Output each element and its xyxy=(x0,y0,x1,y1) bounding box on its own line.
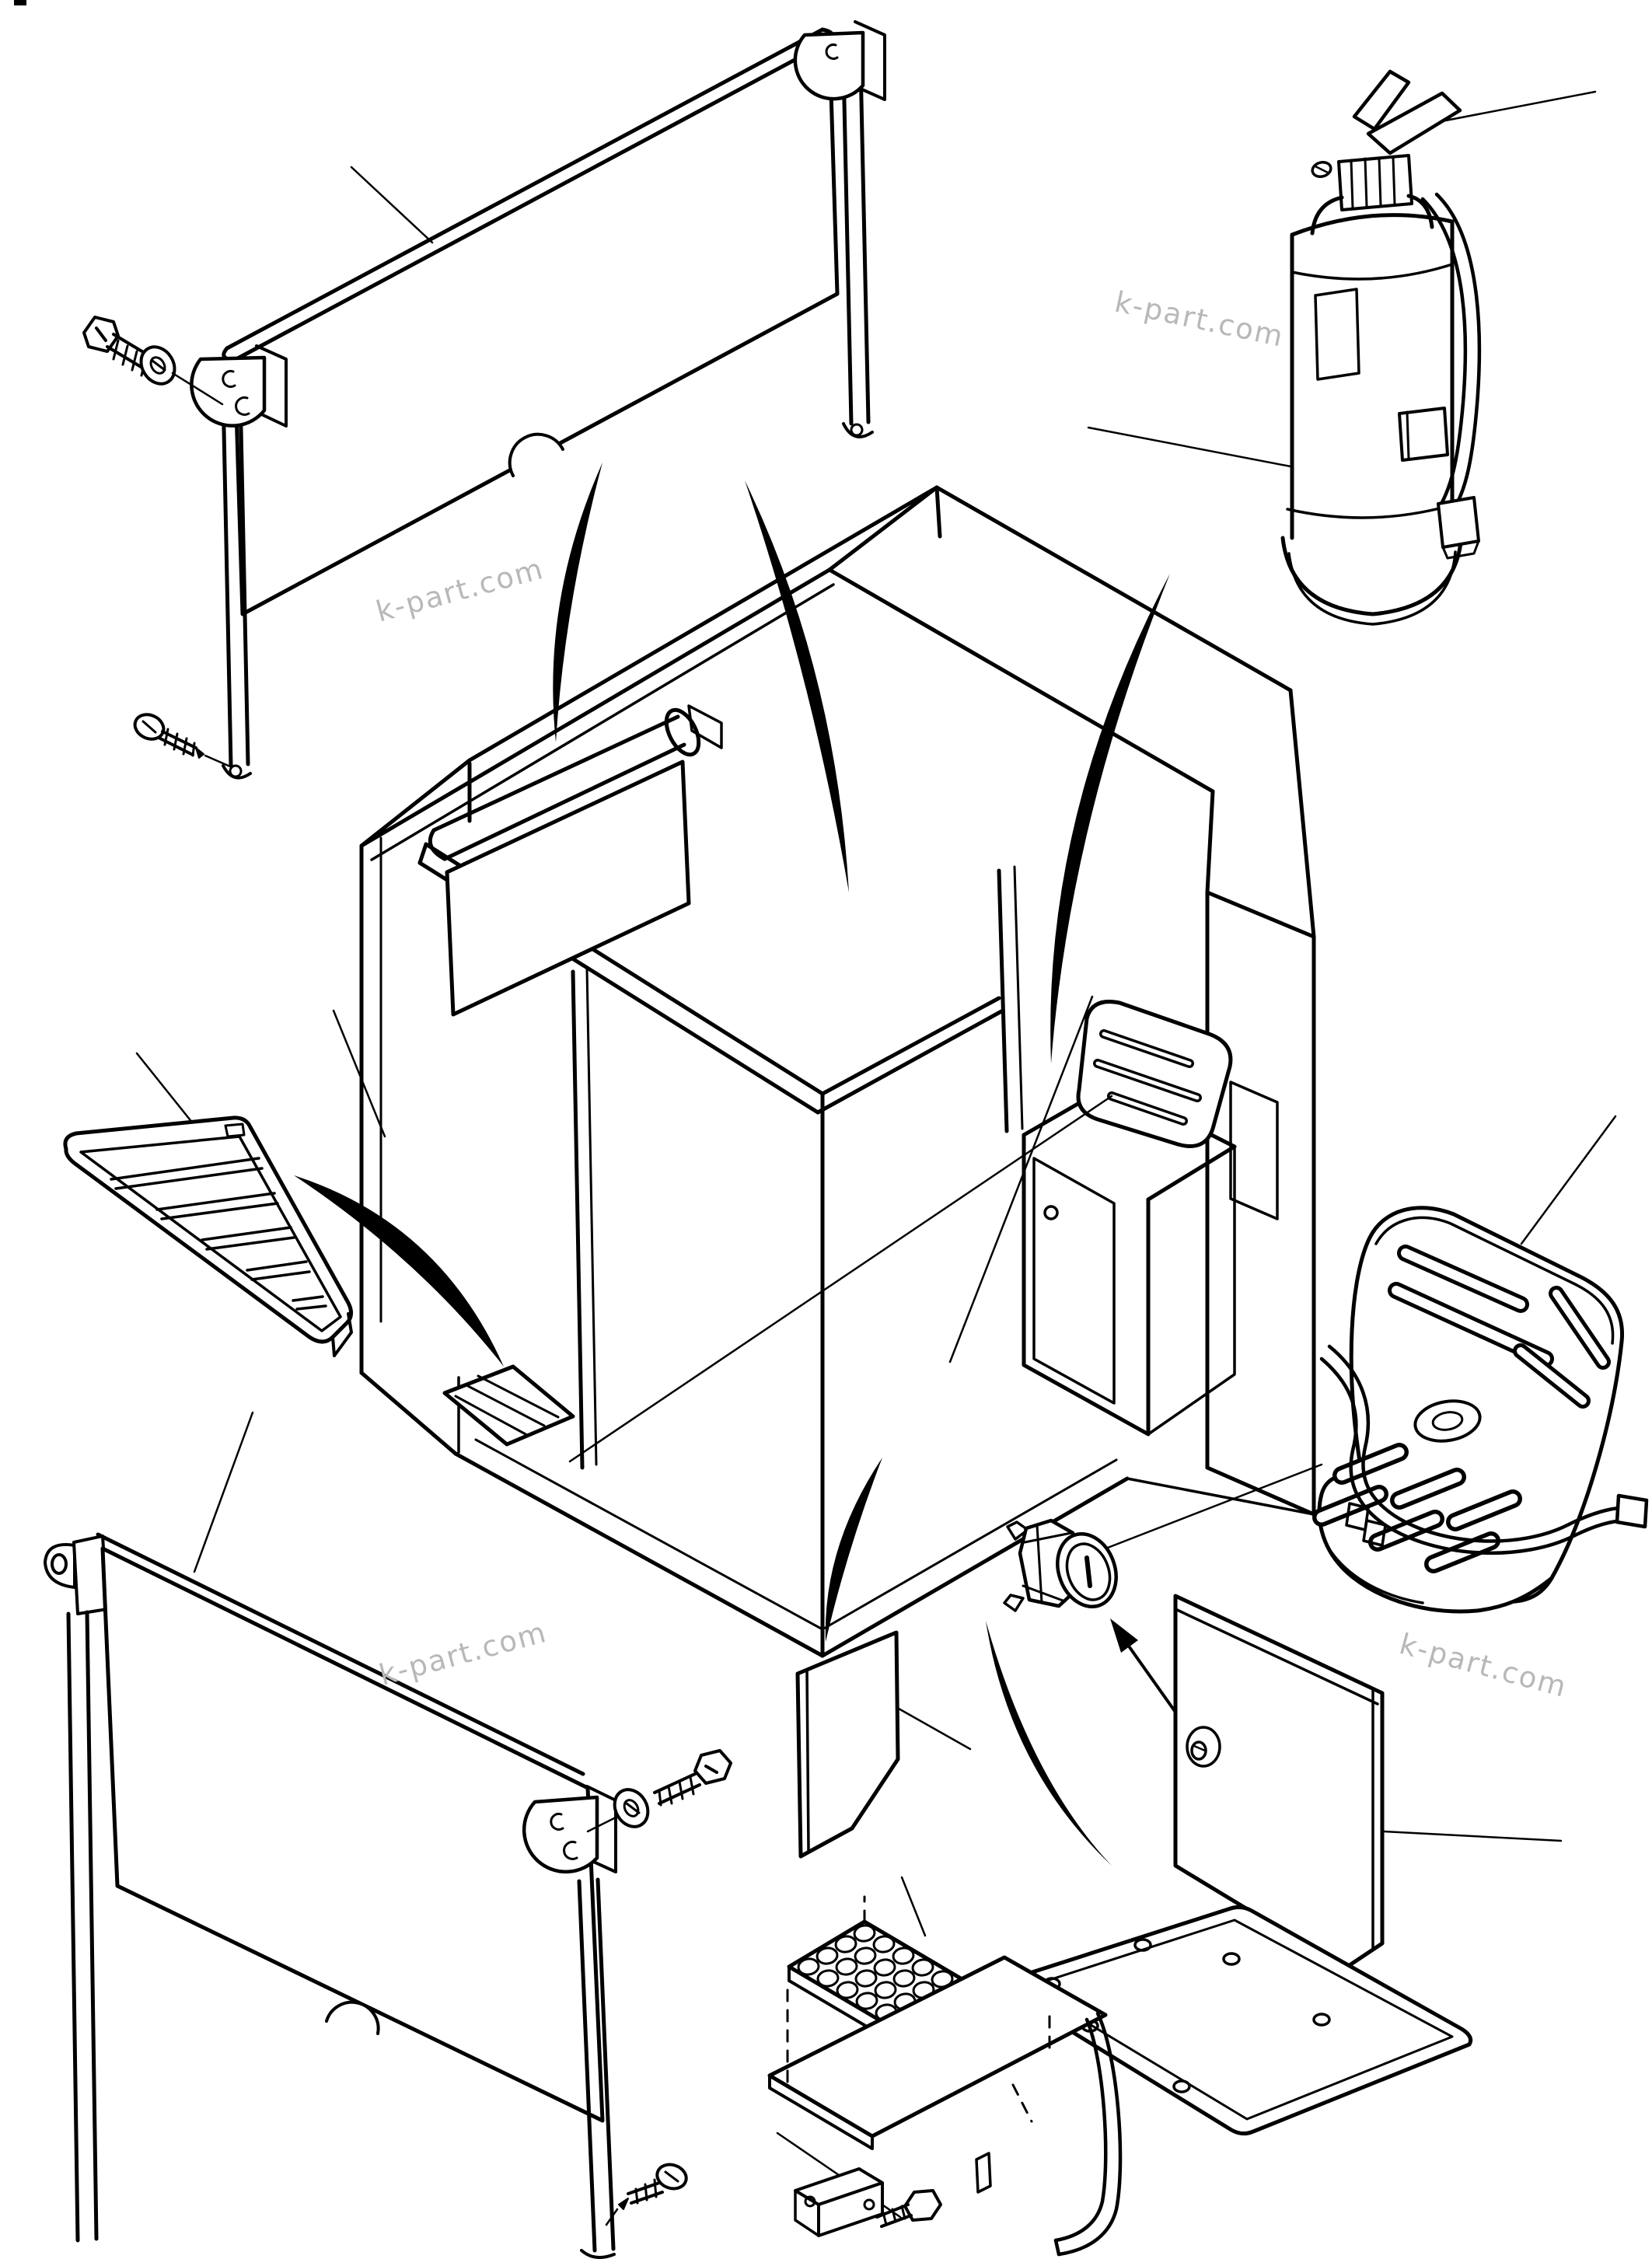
step-cover-plate xyxy=(767,1955,1108,2150)
extinguisher-hose xyxy=(1420,192,1482,509)
extinguisher-levers xyxy=(1352,69,1462,155)
lower-blind-mounting-ear xyxy=(44,1543,76,1589)
nozzle-clamp xyxy=(1398,407,1449,462)
watermark: k-part.com xyxy=(1112,285,1287,354)
step-assembly xyxy=(767,1895,1123,2257)
leader-upper-blind xyxy=(350,166,434,244)
triangular-louver-tray xyxy=(63,1116,353,1357)
operator-seat xyxy=(1312,1206,1649,1614)
leader-mat-panel xyxy=(1382,1830,1563,1842)
leader-small-sheet xyxy=(897,1707,972,1751)
console-door xyxy=(1032,1157,1116,1405)
curved-arrows xyxy=(294,463,1170,1866)
fire-extinguisher xyxy=(1280,69,1482,626)
leader-lock xyxy=(1096,1463,1323,1553)
lower-blind-screw xyxy=(605,2163,688,2226)
small-sheet-panel xyxy=(795,1630,900,1859)
leader-lower-blind xyxy=(193,1411,254,1573)
step-clamp-bracket xyxy=(794,2167,884,2237)
extinguisher-label xyxy=(1314,288,1360,381)
extinguisher-nozzle xyxy=(1398,407,1480,560)
extinguisher-valve-cap xyxy=(1311,154,1413,211)
seat-grab-oval xyxy=(1413,1399,1482,1443)
leader-step-tread xyxy=(900,1876,927,1937)
belt-buckle xyxy=(1615,1493,1649,1529)
mat-grommet xyxy=(1186,1726,1221,1768)
step-bolt xyxy=(875,2189,942,2228)
arrow-center-to-cab xyxy=(745,480,849,892)
door-knob xyxy=(1043,1205,1059,1220)
key-slot xyxy=(1084,1555,1092,1588)
seat-belt-strap xyxy=(1319,1344,1649,1555)
watermark: k-part.com xyxy=(375,1615,550,1692)
upper-blind-left-bracket xyxy=(190,344,288,428)
leader-cross-cab xyxy=(568,1095,1113,1463)
leader-console xyxy=(948,995,1094,1363)
inner-step-tread xyxy=(442,1364,575,1447)
arrow-upper-blind-to-cab xyxy=(553,463,602,742)
upper-blind-screw xyxy=(133,713,232,768)
lower-blind-bolt xyxy=(586,1749,732,1833)
watermark: k-part.com xyxy=(1396,1627,1571,1704)
lower-sun-blind xyxy=(44,1532,732,2259)
leader-tray-left xyxy=(135,1052,194,1125)
leader-extinguisher-body xyxy=(1087,426,1292,468)
cab-window-opening xyxy=(1229,1081,1279,1220)
page-crop-mark xyxy=(14,0,26,5)
cab-frame xyxy=(359,485,1316,1658)
installed-roller-blind xyxy=(428,704,723,1017)
key-lock-cylinder xyxy=(1003,1518,1199,1744)
leader-seat xyxy=(1520,1115,1617,1245)
leader-tray-top xyxy=(332,1009,386,1138)
upper-blind-bolt xyxy=(82,316,224,406)
watermark: k-part.com xyxy=(372,552,547,629)
arrow-step-to-cab xyxy=(825,1458,882,1642)
arrow-plate-to-cab xyxy=(986,1621,1112,1866)
mat-panel xyxy=(1173,1594,1385,1971)
folded-seat xyxy=(1076,1000,1233,1148)
step-wire-leg xyxy=(975,2011,1123,2257)
arrow-extinguisher-to-cab xyxy=(1050,574,1170,1063)
upper-blind-right-bracket xyxy=(793,20,886,101)
assembly-dashed-guides xyxy=(786,1895,1051,2123)
leader-lines xyxy=(135,90,1617,2219)
upper-sun-blind xyxy=(82,20,886,780)
lower-blind-right-bracket xyxy=(522,1785,617,1873)
